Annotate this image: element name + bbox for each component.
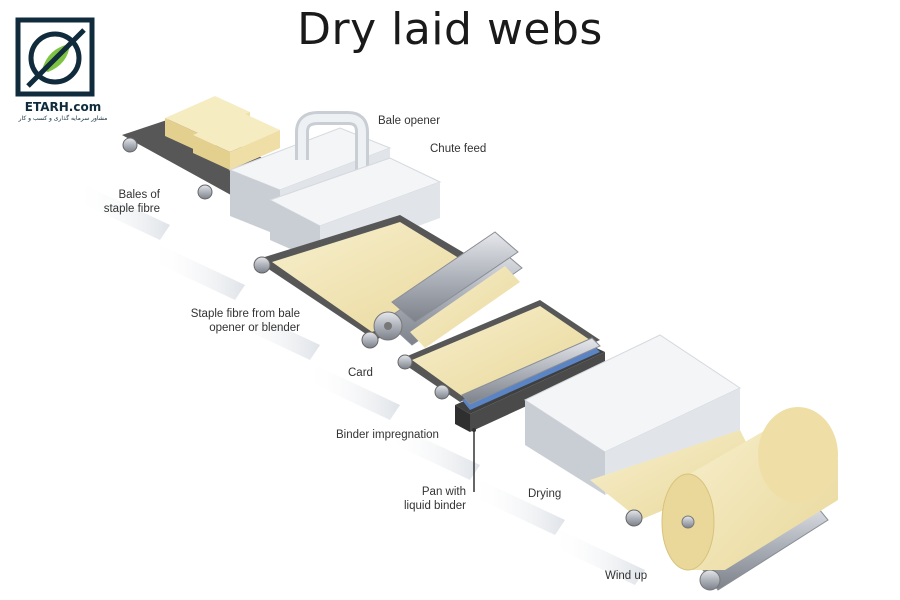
- label-bales-line1: Bales of: [118, 189, 160, 201]
- label-chute-feed: Chute feed: [430, 143, 487, 155]
- label-wind-up: Wind up: [605, 570, 648, 582]
- page-title: Dry laid webs: [297, 4, 603, 55]
- card-rollers: [373, 231, 523, 348]
- web-conveyor: [397, 300, 600, 402]
- flow-arrows: [75, 185, 645, 585]
- label-pan-line2: liquid binder: [403, 500, 466, 512]
- binder-pan: [455, 337, 605, 492]
- label-staple-fibre-line2: opener or blender: [209, 322, 300, 334]
- label-staple-fibre-line1: Staple fibre from bale: [190, 308, 300, 320]
- logo-tagline: مشاور سرمایه گذاری و کسب و کار: [18, 115, 108, 122]
- label-bales: Bales of staple fibre: [80, 188, 160, 216]
- label-bales-line2: staple fibre: [103, 203, 160, 215]
- etarh-logo: [15, 17, 95, 97]
- label-bale-opener: Bale opener: [378, 115, 441, 127]
- label-staple-fibre: Staple fibre from bale opener or blender: [160, 307, 300, 335]
- label-pan-line1: Pan with: [421, 486, 466, 498]
- label-drying: Drying: [528, 488, 562, 500]
- fabric-web: [590, 430, 760, 527]
- label-binder-impregnation: Binder impregnation: [336, 429, 439, 441]
- wind-up-roll: [661, 407, 838, 591]
- fibre-bales: [165, 96, 280, 170]
- label-card: Card: [348, 367, 373, 379]
- logo-name: ETARH.com: [24, 100, 102, 114]
- label-pan: Pan with liquid binder: [380, 485, 466, 513]
